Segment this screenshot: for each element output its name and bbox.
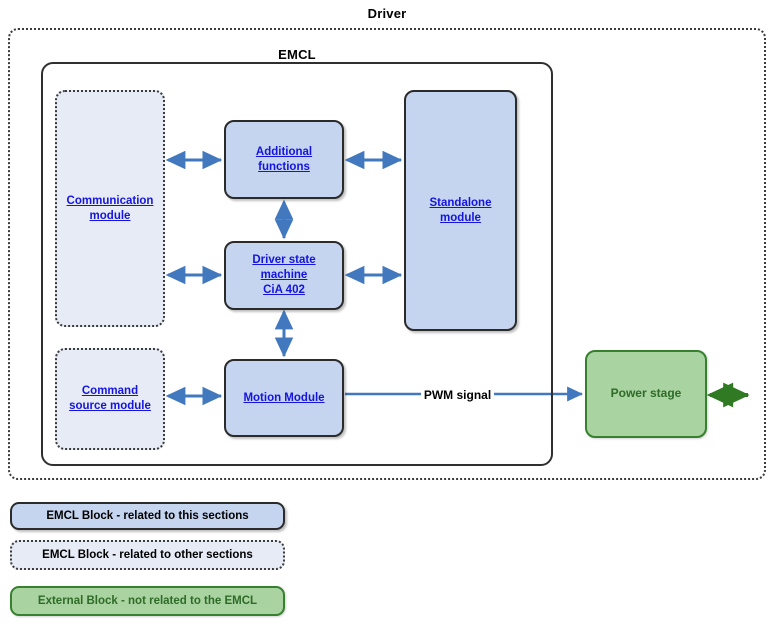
emcl-container	[41, 62, 553, 466]
driver-container	[8, 28, 766, 480]
block-driver-state-machine-label: Driver state machine CiA 402	[252, 254, 316, 296]
legend-item-emcl-other-label: EMCL Block - related to other sections	[42, 549, 253, 561]
block-power-stage[interactable]: Power stage	[585, 350, 707, 438]
block-motion-module-label: Motion Module	[243, 391, 325, 404]
block-additional-functions-label: Additional functions	[255, 145, 313, 173]
block-command-source-module-label: Command source module	[69, 385, 151, 412]
block-communication-module-label: Communication module	[66, 194, 154, 222]
block-standalone-module-label: Standalone module	[429, 196, 492, 224]
block-additional-functions[interactable]: Additional functions	[224, 120, 344, 199]
driver-container-title: Driver	[367, 6, 407, 21]
block-driver-state-machine[interactable]: Driver state machine CiA 402	[224, 241, 344, 310]
block-motion-module[interactable]: Motion Module	[224, 359, 344, 437]
emcl-container-title: EMCL	[278, 47, 316, 62]
pwm-signal-label: PWM signal	[420, 388, 495, 402]
legend-item-external: External Block - not related to the EMCL	[10, 586, 285, 616]
legend-item-emcl-other: EMCL Block - related to other sections	[10, 540, 285, 570]
legend-item-external-label: External Block - not related to the EMCL	[37, 595, 258, 607]
block-communication-module[interactable]: Communication module	[55, 90, 165, 327]
block-command-source-module[interactable]: Command source module	[55, 348, 165, 450]
legend-item-emcl-this: EMCL Block - related to this sections	[10, 502, 285, 530]
block-power-stage-label: Power stage	[610, 386, 682, 401]
pwm-signal-label-wrap: PWM signal	[395, 386, 520, 404]
block-standalone-module[interactable]: Standalone module	[404, 90, 517, 331]
legend-item-emcl-this-label: EMCL Block - related to this sections	[46, 510, 249, 522]
